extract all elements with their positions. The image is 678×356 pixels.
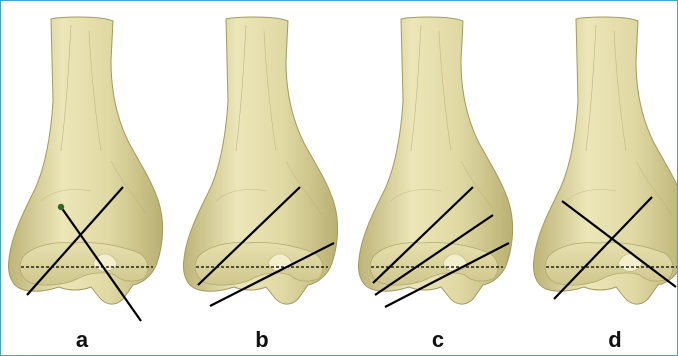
femur-bone-icon <box>534 17 678 304</box>
panel-c <box>359 17 513 307</box>
femur-bone-icon <box>184 17 338 304</box>
panel-label-b: b <box>242 329 282 351</box>
panel-d <box>534 17 678 304</box>
panel-a <box>9 17 163 321</box>
panel-label-a: a <box>62 329 102 351</box>
femur-bone-icon <box>359 17 513 304</box>
entry-point-dot <box>58 204 64 210</box>
panel-label-d: d <box>595 329 635 351</box>
panel-b <box>184 17 338 306</box>
panel-label-c: c <box>418 329 458 351</box>
femur-bone-icon <box>9 17 163 304</box>
